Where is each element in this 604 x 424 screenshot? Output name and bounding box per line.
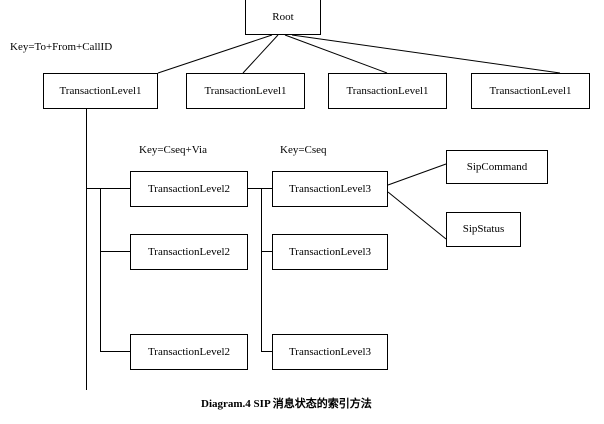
node-label: TransactionLevel2: [147, 182, 231, 195]
key-label-level1: Key=To+From+CallID: [10, 41, 113, 53]
node-transactionlevel1-2[interactable]: TransactionLevel1: [186, 73, 305, 109]
node-label: TransactionLevel1: [204, 84, 287, 97]
node-root[interactable]: Root: [245, 0, 321, 35]
edge-root-to-level1-3: [284, 34, 388, 74]
node-transactionlevel1-4[interactable]: TransactionLevel1: [471, 73, 590, 109]
edge-root-to-level1-4: [291, 34, 561, 74]
edge-root-to-level1-1: [157, 34, 273, 74]
node-transactionlevel2-1[interactable]: TransactionLevel2: [130, 171, 248, 207]
node-transactionlevel2-2[interactable]: TransactionLevel2: [130, 234, 248, 270]
node-label: TransactionLevel3: [288, 345, 372, 358]
node-transactionlevel3-1[interactable]: TransactionLevel3: [272, 171, 388, 207]
node-sipcommand[interactable]: SipCommand: [446, 150, 548, 184]
diagram-caption: Diagram.4 SIP 消息状态的索引方法: [201, 398, 372, 410]
node-transactionlevel1-3[interactable]: TransactionLevel1: [328, 73, 447, 109]
edge-level3-to-sipstatus: [387, 191, 447, 240]
node-label: TransactionLevel2: [147, 245, 231, 258]
node-label: SipStatus: [462, 223, 505, 236]
node-label: TransactionLevel3: [288, 182, 372, 195]
key-label-level2: Key=Cseq+Via: [139, 144, 207, 156]
node-label: TransactionLevel1: [346, 84, 429, 97]
node-transactionlevel2-3[interactable]: TransactionLevel2: [130, 334, 248, 370]
node-label: SipCommand: [466, 160, 528, 173]
key-label-level3: Key=Cseq: [280, 144, 327, 156]
node-transactionlevel3-3[interactable]: TransactionLevel3: [272, 334, 388, 370]
node-label: TransactionLevel1: [59, 84, 142, 97]
node-transactionlevel3-2[interactable]: TransactionLevel3: [272, 234, 388, 270]
node-transactionlevel1-1[interactable]: TransactionLevel1: [43, 73, 158, 109]
node-label: TransactionLevel1: [489, 84, 572, 97]
node-label: TransactionLevel3: [288, 245, 372, 258]
node-label: TransactionLevel2: [147, 345, 231, 358]
edge-level3-to-sipcommand: [387, 163, 447, 186]
node-sipstatus[interactable]: SipStatus: [446, 212, 521, 247]
edge-root-to-level1-2: [242, 34, 279, 74]
node-root-label: Root: [272, 10, 294, 23]
